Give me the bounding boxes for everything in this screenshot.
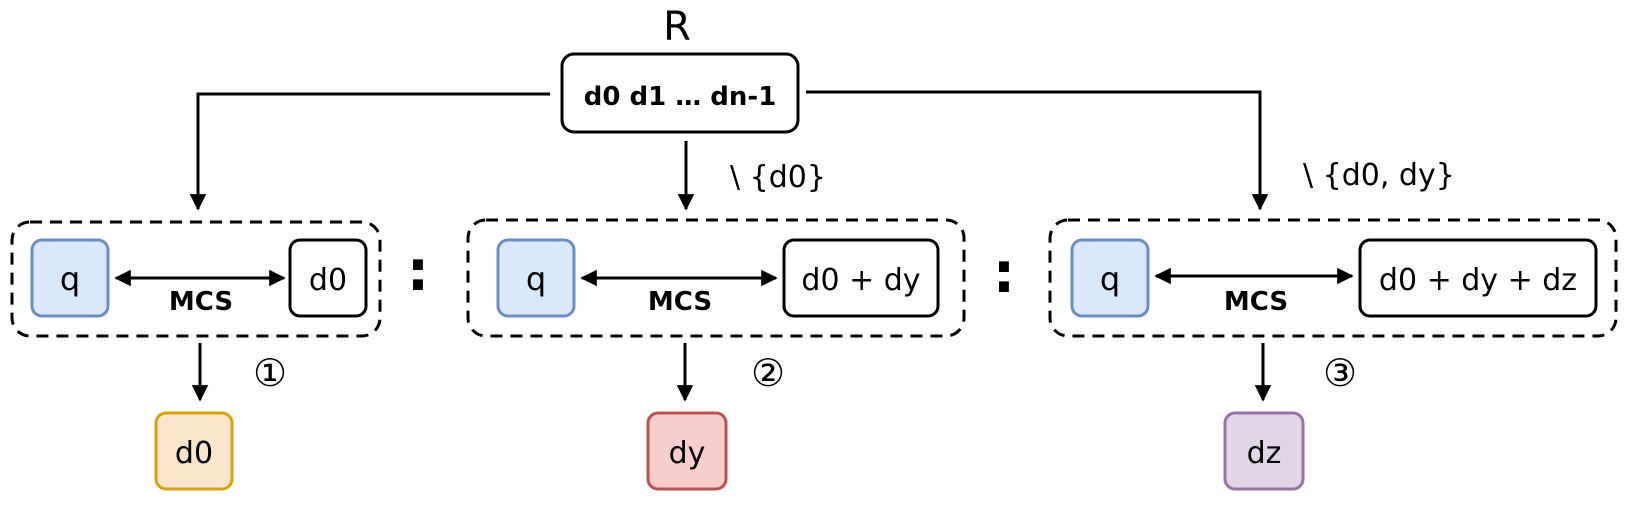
- separator-1: :: [407, 239, 429, 304]
- arrow-root-to-stage-3: [806, 90, 1269, 211]
- stage-3-query-node: [1070, 238, 1150, 318]
- stage-3-mcs-label: MCS: [1224, 287, 1288, 317]
- stage-2-group: [466, 218, 966, 338]
- root-node: [560, 52, 800, 134]
- stage-1-result-label: d0: [175, 436, 213, 471]
- stage-2-step-number: ②: [751, 351, 785, 395]
- stage-3-query-label: q: [1100, 260, 1120, 298]
- stage-1-step-number: ①: [253, 351, 287, 395]
- stage-1-group: [10, 220, 382, 338]
- stage-2-mcs-label: MCS: [648, 287, 712, 317]
- root-label: d0 d1 … dn-1: [584, 82, 777, 112]
- stage-1-query-label: q: [60, 260, 80, 298]
- stage-2-candidate-node: [782, 238, 940, 318]
- stage-1-mcs-label: MCS: [169, 287, 233, 317]
- stage-2-excluded-label: \ {d0}: [730, 160, 826, 195]
- stage-1-candidate-label: d0: [309, 263, 347, 298]
- stage-2-query-node: [496, 238, 576, 318]
- stage-1-result-node: [154, 411, 234, 491]
- stage-1-query-node: [30, 238, 110, 318]
- stage-3-group: [1048, 218, 1618, 338]
- stage-3-result-node: [1223, 411, 1305, 491]
- stage-1-candidate-node: [288, 238, 368, 318]
- stage-2-result-label: dy: [669, 436, 706, 471]
- stage-3-candidate-node: [1358, 238, 1598, 318]
- stage-2-query-label: q: [526, 260, 546, 298]
- root-title: R: [663, 4, 691, 50]
- separator-2: :: [993, 241, 1015, 306]
- stage-3-step-number: ③: [1323, 351, 1357, 395]
- stage-2-candidate-label: d0 + dy: [801, 263, 920, 298]
- stage-3-candidate-label: d0 + dy + dz: [1379, 263, 1577, 298]
- stage-3-result-label: dz: [1247, 436, 1282, 471]
- stage-3-excluded-label: \ {d0, dy}: [1303, 158, 1455, 193]
- stage-2-result-node: [646, 411, 728, 491]
- arrow-root-to-stage-1: [189, 92, 550, 211]
